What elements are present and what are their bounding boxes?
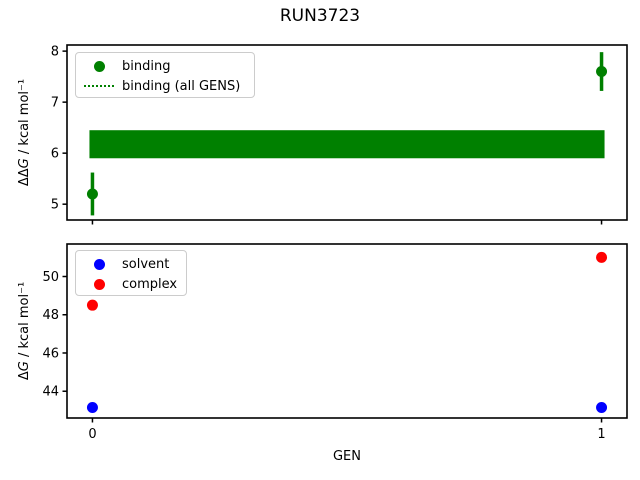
x-axis-label: GEN — [333, 449, 361, 464]
axes-spines — [66, 44, 628, 221]
legend-entry-binding-all-gens: binding (all GENS) — [82, 76, 246, 96]
y-axis-label: ΔΔG / kcal mol⁻¹ — [17, 79, 32, 186]
legend-marker-cell — [82, 278, 116, 290]
y-tick-label: 7 — [51, 96, 59, 111]
y-tick-label: 8 — [51, 45, 59, 60]
legend-marker-cell — [82, 258, 116, 270]
solvent-dot-icon — [93, 258, 105, 270]
complex-dot-icon — [93, 278, 105, 290]
binding-point — [596, 66, 608, 78]
y-tick-label: 50 — [42, 270, 59, 285]
legend-entry-binding: binding — [82, 56, 246, 76]
binding-all-gens-band — [89, 130, 605, 159]
complex-point — [596, 251, 608, 263]
plot-title: RUN3723 — [279, 6, 361, 26]
bottom-legend: solvent complex — [75, 250, 187, 296]
x-tick-label: 0 — [88, 427, 96, 442]
legend-entry-solvent: solvent — [82, 254, 178, 274]
legend-marker-cell — [82, 60, 116, 72]
solvent-point — [86, 401, 98, 413]
legend-label-binding: binding — [122, 58, 171, 74]
legend-label-solvent: solvent — [122, 256, 170, 272]
top-legend: binding binding (all GENS) — [75, 52, 255, 98]
legend-entry-complex: complex — [82, 274, 178, 294]
y-tick-label: 48 — [42, 308, 59, 323]
y-tick-label: 6 — [51, 147, 59, 162]
y-axis-label: ΔG / kcal mol⁻¹ — [17, 282, 32, 380]
legend-label-binding-all-gens: binding (all GENS) — [122, 78, 241, 94]
solvent-point — [596, 401, 608, 413]
binding-dot-icon — [93, 60, 105, 72]
binding-all-gens-dotted-line-icon — [84, 85, 114, 87]
x-tick-label: 1 — [597, 427, 605, 442]
complex-point — [86, 299, 98, 311]
y-tick-label: 5 — [51, 198, 59, 213]
y-tick-label: 46 — [42, 346, 59, 361]
y-tick-label: 44 — [42, 385, 59, 400]
legend-label-complex: complex — [122, 276, 178, 292]
axes-spines — [66, 243, 628, 419]
legend-marker-cell — [82, 85, 116, 87]
binding-point — [86, 188, 98, 200]
